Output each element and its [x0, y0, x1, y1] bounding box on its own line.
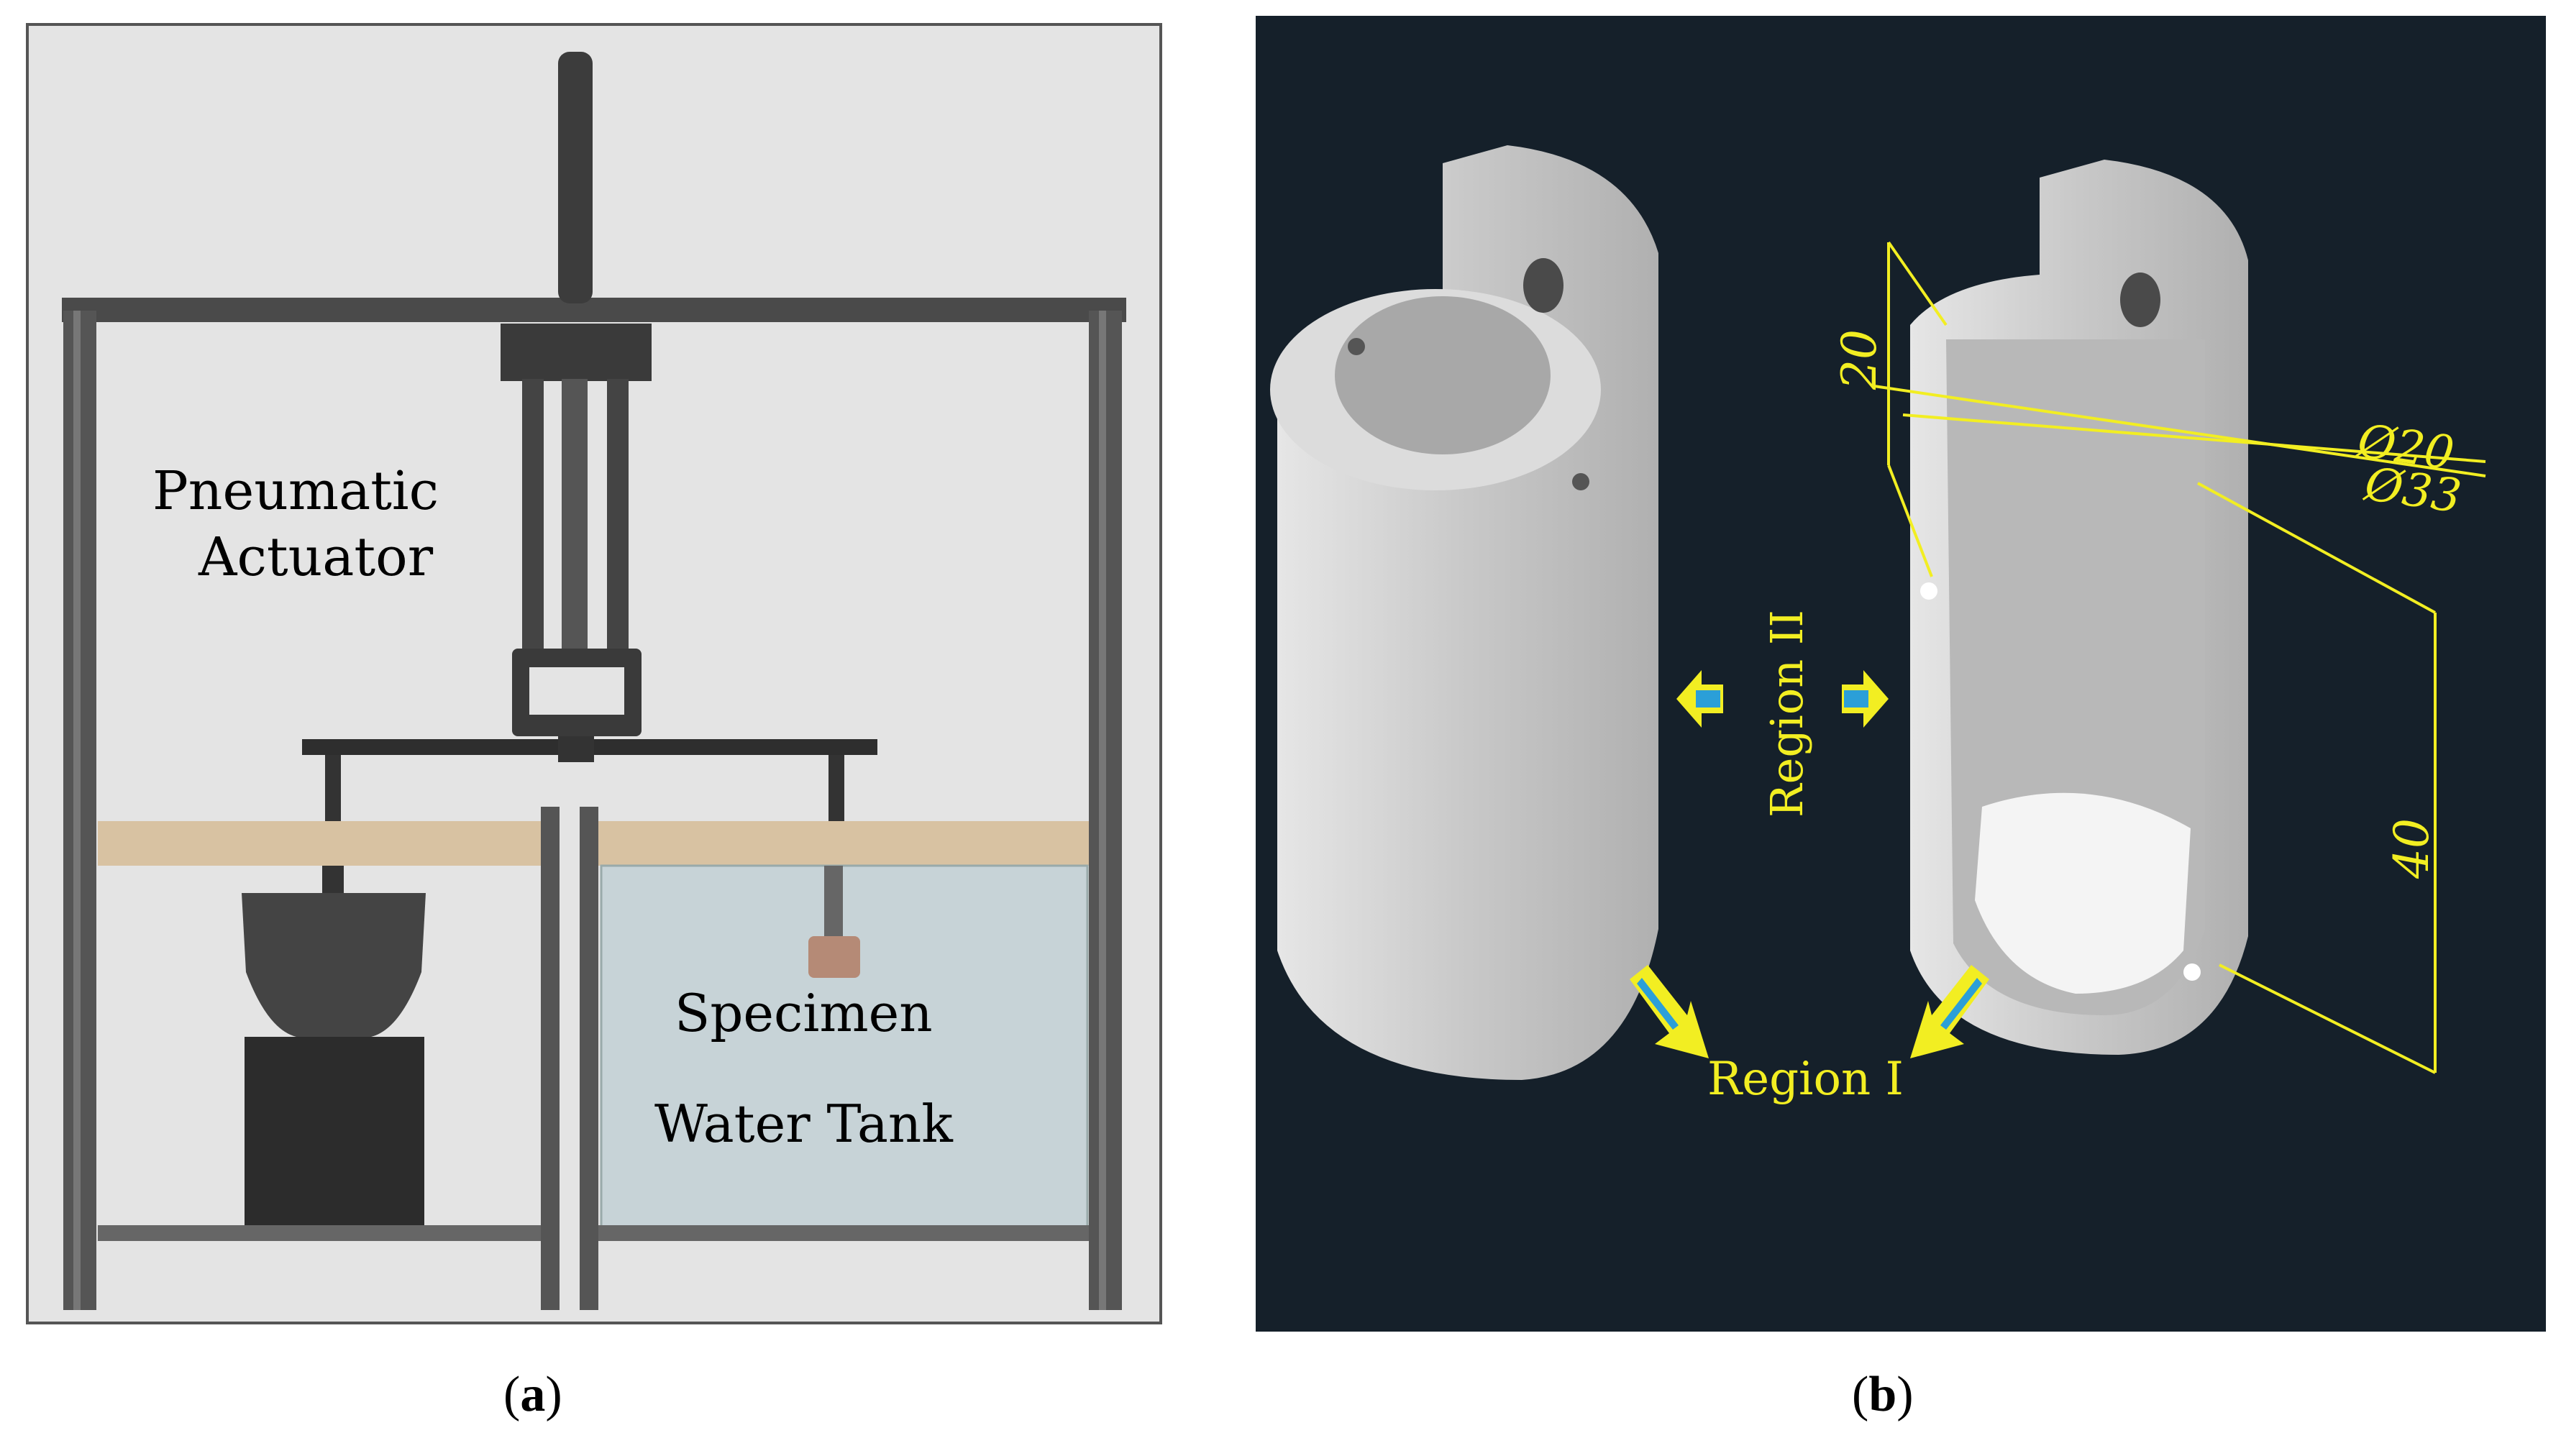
weight-bowl [242, 893, 426, 1037]
specimen [808, 936, 860, 978]
panel-b-specimen-cad: 20 Ø20 Ø33 40 Region II Region I [1256, 16, 2546, 1332]
dim-height-bottom: 40 [2384, 818, 2439, 879]
frame-middle-post [541, 807, 560, 1310]
guide-rod-left [522, 379, 544, 652]
water-tank [600, 864, 1089, 1230]
piston-rod [558, 52, 593, 303]
specimen-left-model [1270, 145, 1658, 1080]
region-2-arrow-right [1842, 670, 1889, 728]
guide-rod-right [607, 379, 629, 652]
specimen-rod [824, 866, 843, 938]
dim-height-top: 20 [1832, 329, 1887, 390]
label-region-2: Region II [1761, 610, 1813, 818]
actuator-top-block [501, 324, 652, 381]
specimen-cad-illustration: 20 Ø20 Ø33 40 Region II Region I [1256, 16, 2546, 1332]
caption-a-letter: a [520, 1367, 546, 1422]
crossbar-rod-left [325, 755, 341, 827]
abrasive-block [245, 1037, 424, 1225]
caption-a-open: ( [503, 1367, 521, 1422]
test-rig-illustration: Pneumatic Actuator Specimen Water Tank [26, 23, 1162, 1324]
region-1-arrow-right [1910, 965, 1989, 1058]
shelf-left [98, 821, 541, 866]
crossbar-rod-right [828, 755, 844, 827]
frame-top-beam [62, 298, 1126, 322]
caption-a: (a) [503, 1366, 562, 1424]
panel-a-test-rig: Pneumatic Actuator Specimen Water Tank [26, 23, 1162, 1324]
lower-bar-right [598, 1225, 1089, 1241]
shelf-right [598, 821, 1089, 866]
label-region-1: Region I [1707, 1053, 1904, 1106]
caption-a-close: ) [545, 1367, 562, 1422]
region-1-arrow-left [1630, 965, 1709, 1058]
specimen-right-model [1910, 160, 2248, 1055]
lower-bar-left [98, 1225, 541, 1241]
label-actuator-line1: Pneumatic [152, 460, 439, 522]
label-water-tank: Water Tank [654, 1094, 954, 1154]
dimension-lines [1873, 241, 2486, 1074]
label-specimen: Specimen [675, 983, 933, 1043]
caption-b-letter: b [1868, 1367, 1897, 1422]
label-actuator-line2: Actuator [198, 526, 434, 588]
caption-b-close: ) [1896, 1367, 1914, 1422]
caption-b-open: ( [1852, 1367, 1869, 1422]
region-2-arrow-left [1676, 670, 1723, 728]
caption-b: (b) [1852, 1366, 1914, 1424]
